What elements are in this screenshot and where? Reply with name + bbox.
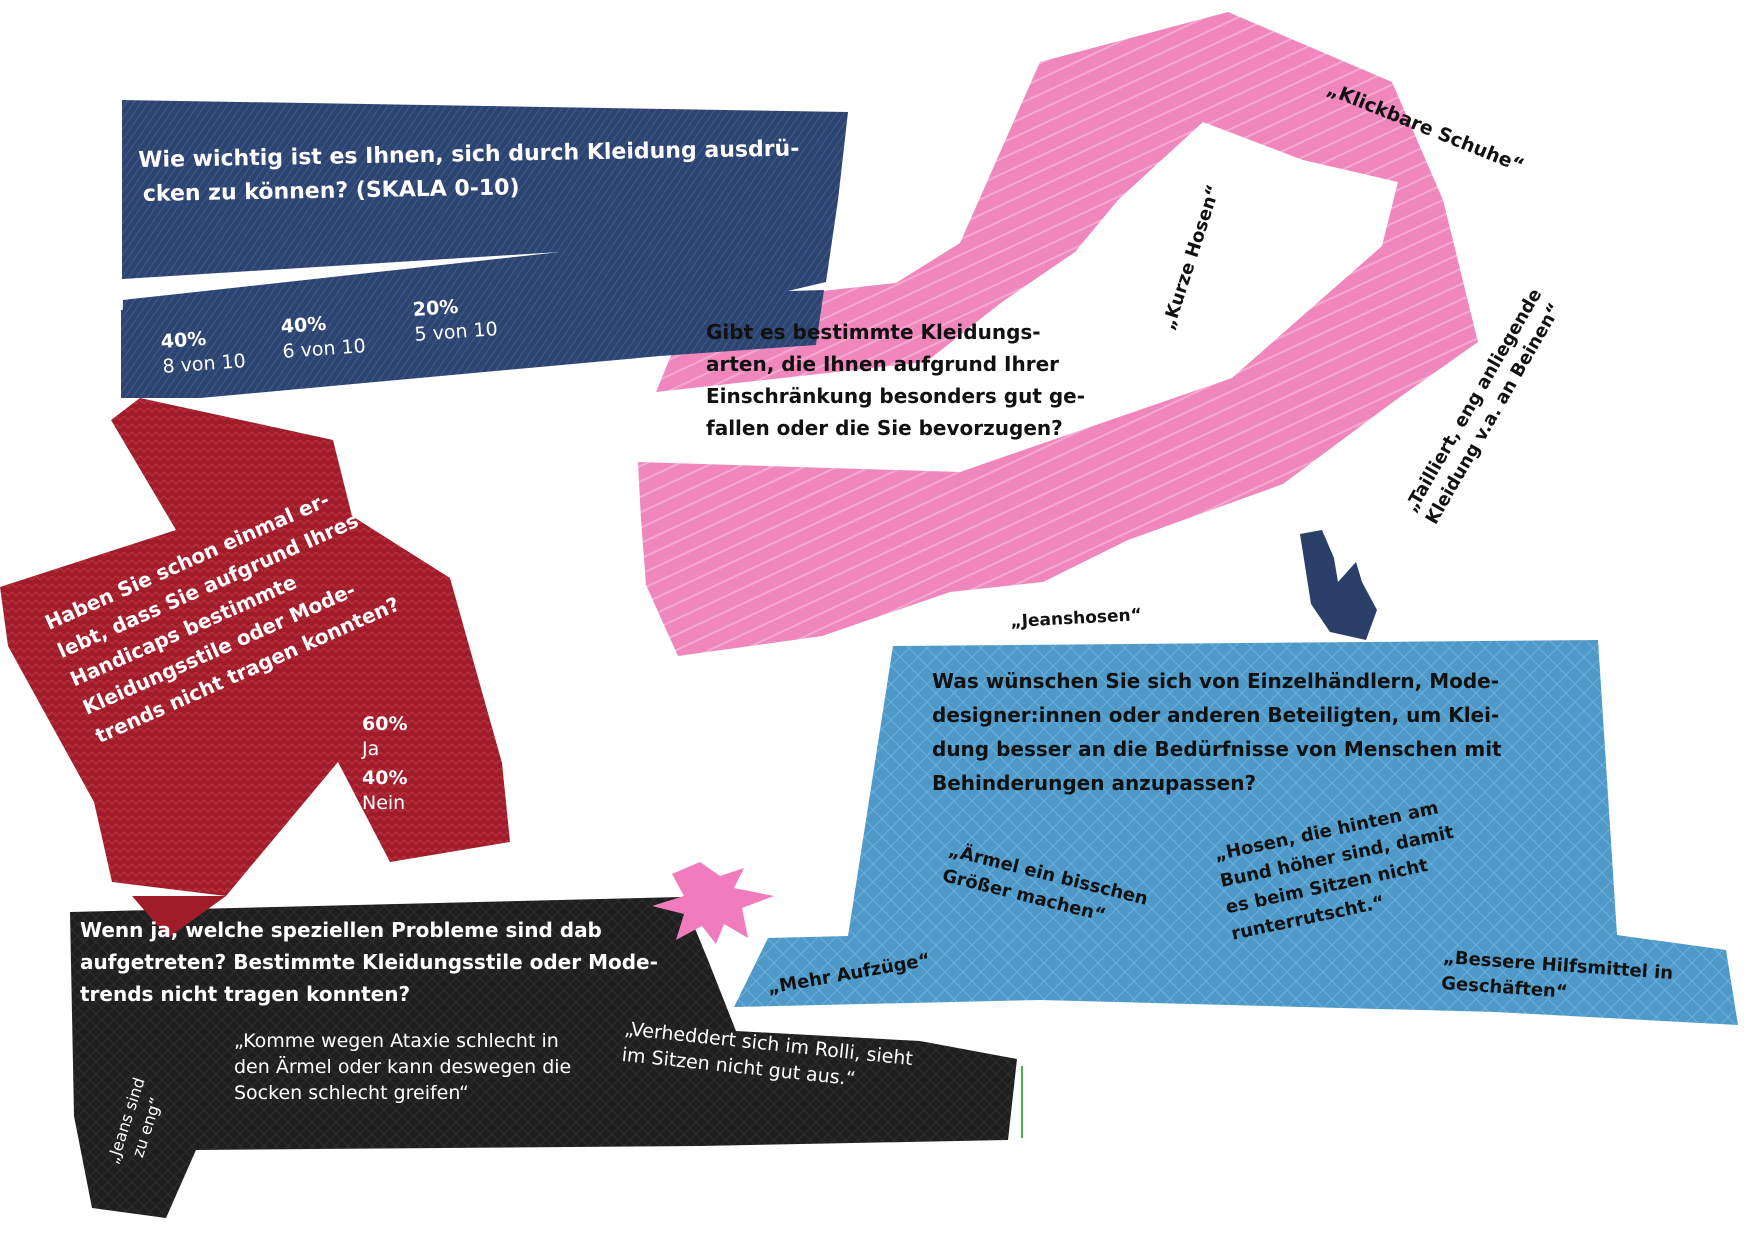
- red-knit-shape: [0, 398, 510, 896]
- pink-fur-shape: [638, 12, 1478, 656]
- denim-result-2: 40% 6 von 10: [280, 309, 367, 365]
- result-percent: 60%: [362, 713, 408, 735]
- black-leather-shape: [70, 897, 1017, 1218]
- black-question-line: Wenn ja, welche speziellen Probleme sind…: [80, 918, 602, 942]
- pink-star-shape: [652, 862, 774, 944]
- black-answer-line: Socken schlecht greifen“: [234, 1082, 469, 1104]
- black-answer-line: „Komme wegen Ataxie schlecht in: [234, 1030, 559, 1052]
- denim-shape: [121, 100, 848, 398]
- black-question: Wenn ja, welche speziellen Probleme sind…: [80, 914, 658, 1010]
- result-label: Nein: [362, 792, 406, 814]
- result-percent: 40%: [362, 767, 408, 789]
- pink-question-line: fallen oder die Sie bevorzugen?: [706, 416, 1063, 440]
- navy-flame-shape: [1300, 530, 1377, 640]
- blue-leather-shape: [734, 640, 1738, 1025]
- black-answer-ataxie: „Komme wegen Ataxie schlecht in den Ärme…: [234, 1028, 571, 1106]
- blue-question: Was wünschen Sie sich von Einzelhändlern…: [932, 664, 1502, 800]
- red-results: 60% Ja 40% Nein: [362, 712, 407, 816]
- black-answer-line: den Ärmel oder kann deswegen die: [234, 1056, 572, 1078]
- result-label: Ja: [362, 738, 380, 760]
- pink-question-line: arten, die Ihnen aufgrund Ihrer: [706, 352, 1060, 376]
- black-question-line: aufgetreten? Bestimmte Kleidungsstile od…: [80, 950, 658, 974]
- blue-question-line: designer:innen oder anderen Beteiligten,…: [932, 703, 1500, 727]
- pink-question-line: Gibt es bestimmte Kleidungs-: [706, 320, 1041, 344]
- blue-question-line: dung besser an die Bedürfnisse von Mensc…: [932, 737, 1502, 761]
- denim-question: Wie wichtig ist es Ihnen, sich durch Kle…: [138, 132, 800, 212]
- blue-question-line: Was wünschen Sie sich von Einzelhändlern…: [932, 669, 1500, 693]
- pink-question-line: Einschränkung besonders gut ge-: [706, 384, 1086, 408]
- black-question-line: trends nicht tragen konnten?: [80, 982, 411, 1006]
- red-tail-shape: [132, 896, 226, 938]
- denim-result-1: 40% 8 von 10: [160, 324, 247, 380]
- pink-question: Gibt es bestimmte Kleidungs- arten, die …: [706, 316, 1085, 444]
- denim-result-3: 20% 5 von 10: [412, 292, 499, 348]
- blue-question-line: Behinderungen anzupassen?: [932, 771, 1257, 795]
